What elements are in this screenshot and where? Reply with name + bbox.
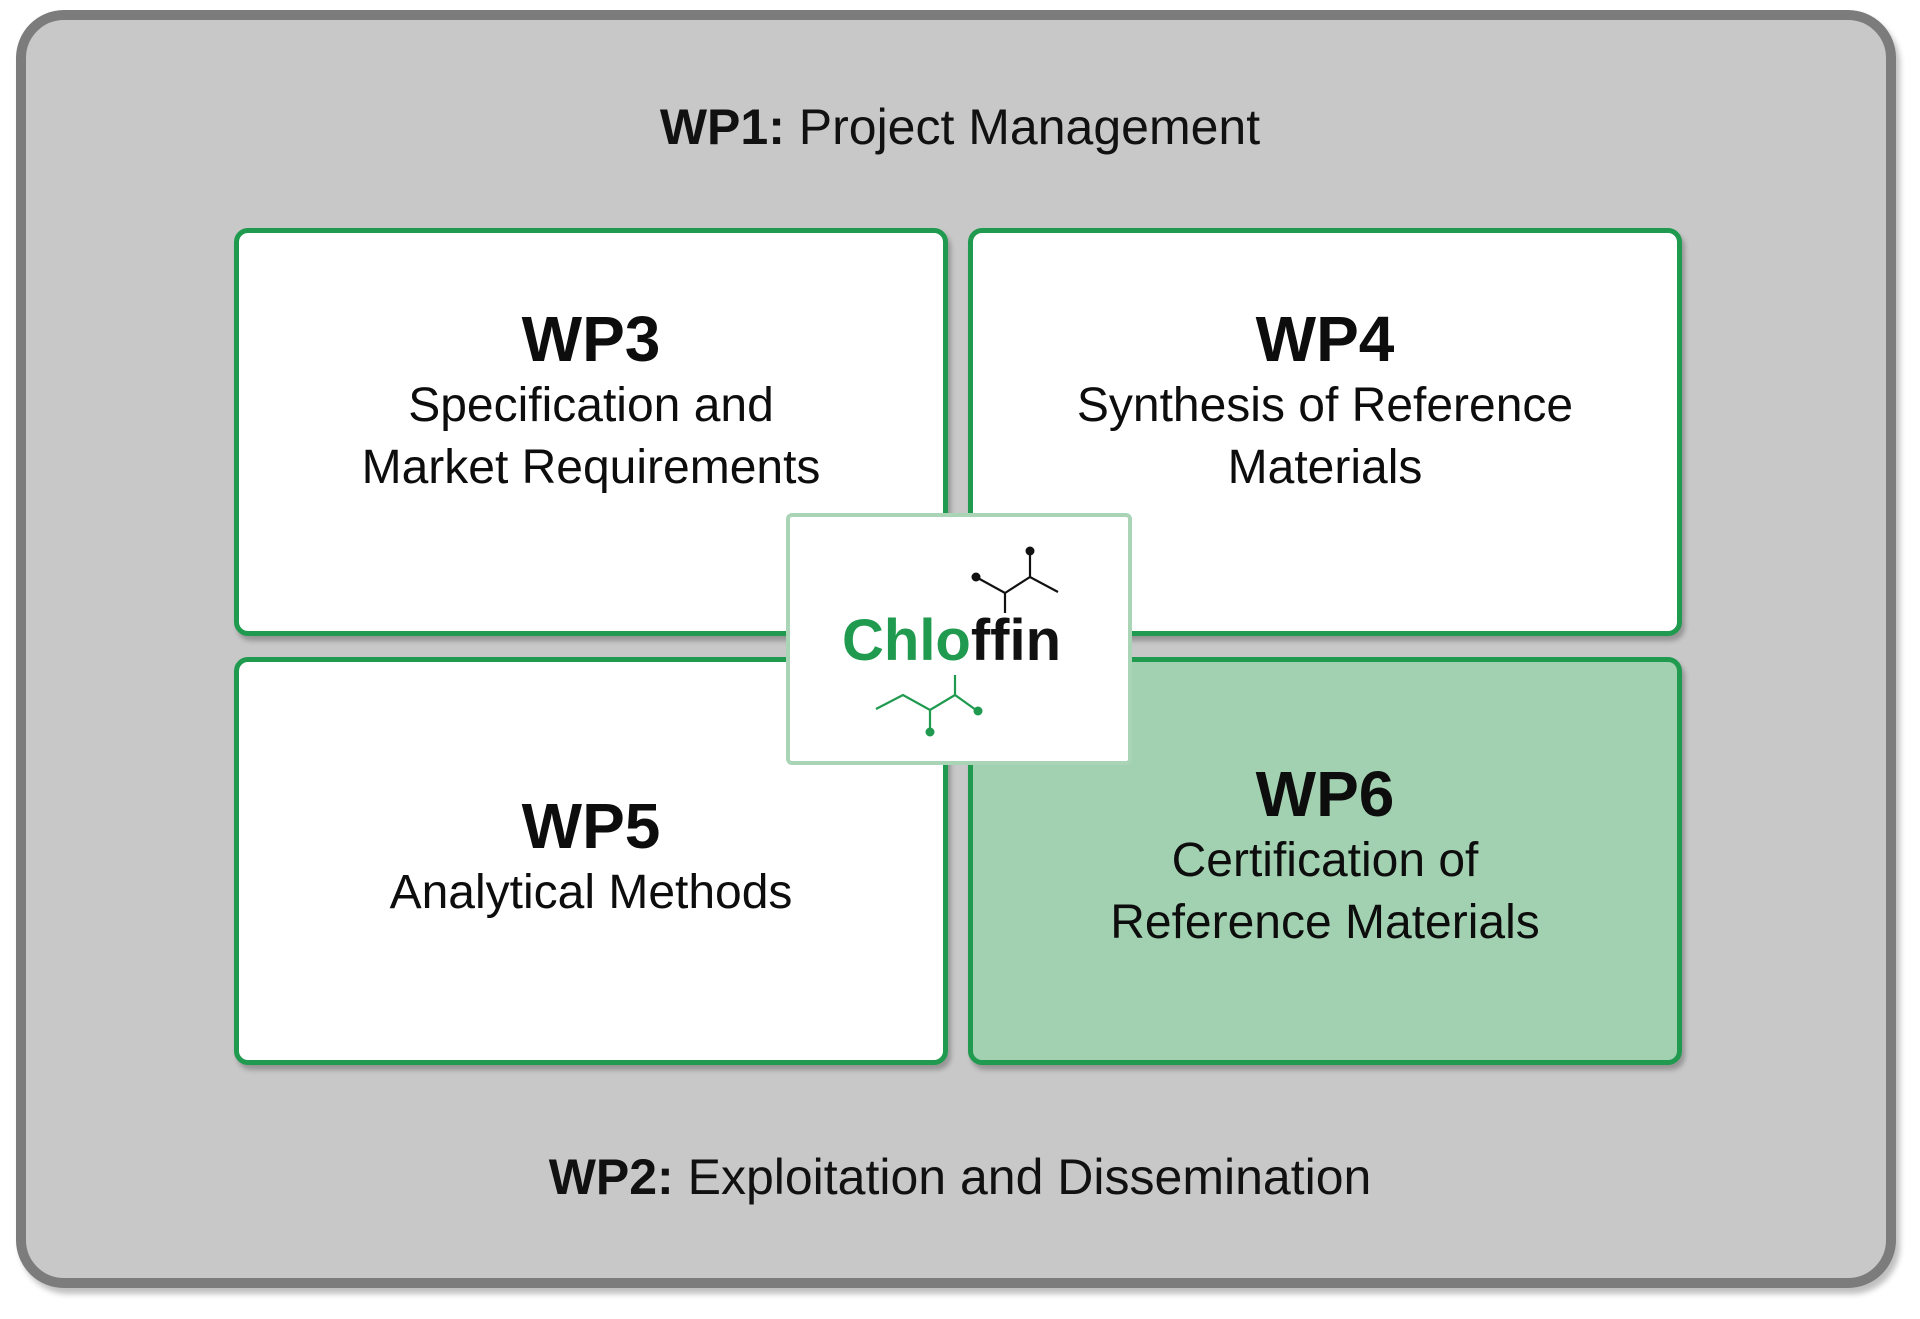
wp3-desc-line1: Specification and [408, 379, 774, 432]
wp1-id: WP1: [659, 99, 785, 155]
logo-wordmark: Chloffin [842, 608, 1061, 673]
wp3-box: WP3 Specification and Market Requirement… [234, 228, 948, 636]
wp2-label: Exploitation and Dissemination [687, 1149, 1372, 1205]
wp4-id: WP4 [1255, 303, 1395, 375]
wp2-id: WP2: [548, 1149, 674, 1205]
black-molecule-icon [975, 553, 1059, 613]
wp1-title: WP1: Project Management [0, 97, 1920, 157]
wp4-desc-line1: Synthesis of Reference [1076, 379, 1574, 432]
wp6-desc-line1: Certification of [1171, 834, 1479, 887]
wp1-label: Project Management [798, 99, 1261, 155]
wp4-box: WP4 Synthesis of Reference Materials [968, 228, 1682, 636]
chloffin-logo-graphic: Chloffin [842, 546, 1061, 737]
wp5-id: WP5 [521, 790, 661, 862]
wp6-box: WP6 Certification of Reference Materials [968, 657, 1682, 1065]
wp5-desc-line1: Analytical Methods [389, 866, 793, 919]
wp3-desc-line2: Market Requirements [361, 441, 821, 494]
wp6-desc-line2: Reference Materials [1110, 896, 1540, 949]
chloffin-logo: Chloffin [786, 513, 1132, 765]
green-molecule-icon [875, 675, 977, 729]
wp2-title: WP2: Exploitation and Dissemination [0, 1147, 1920, 1207]
logo-black-part: ffin [971, 608, 1061, 673]
wp3-id: WP3 [521, 303, 661, 375]
wp4-desc-line2: Materials [1227, 441, 1423, 494]
wp6-id: WP6 [1255, 758, 1395, 830]
logo-green-part: Chlo [842, 608, 971, 673]
